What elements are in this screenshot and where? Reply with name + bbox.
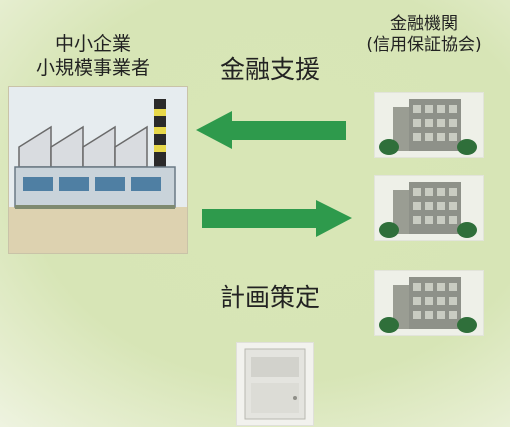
financial-institution-label-text: 金融機関 (信用保証協会) [366, 14, 482, 56]
financial-support-label: 金融支援 [219, 55, 320, 84]
financial-institution-label: 金融機関 (信用保証協会) [338, 14, 510, 57]
office-building-icon [374, 92, 484, 158]
left-arrow [196, 111, 346, 149]
document-icon [236, 342, 314, 426]
factory-icon [8, 86, 188, 254]
plan-formulation-label: 計画策定 [219, 283, 320, 312]
right-arrow [202, 200, 352, 237]
sme-label-text: 中小企業 小規模事業者 [35, 33, 150, 79]
sme-label: 中小企業 小規模事業者 [8, 33, 178, 81]
office-building-icon [374, 270, 484, 336]
office-building-icon [374, 175, 484, 241]
